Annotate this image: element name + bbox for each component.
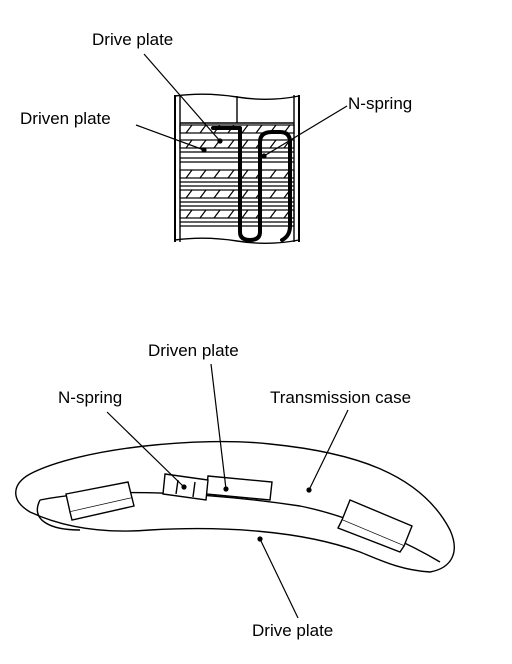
leader-driven-plate-bottom	[210, 363, 227, 490]
drive-plates	[179, 124, 295, 219]
plate-stack-section	[174, 93, 300, 244]
leader-transmission-case	[308, 409, 349, 491]
label-driven-plate-bottom: Driven plate	[148, 341, 239, 360]
plate-tabs	[65, 475, 413, 553]
leader-drive-plate-bottom	[259, 538, 299, 619]
leader-n-spring-top	[263, 105, 348, 157]
label-n-spring-bottom: N-spring	[58, 388, 123, 407]
top-leaders	[135, 53, 348, 159]
driven-plates	[180, 151, 294, 227]
label-drive-plate-top: Drive plate	[92, 30, 174, 49]
label-driven-plate-top: Driven plate	[20, 109, 111, 128]
leader-drive-plate-top	[143, 53, 221, 142]
leader-n-spring-bottom	[106, 411, 185, 488]
leader-driven-plate-top	[135, 124, 205, 151]
label-transmission-case: Transmission case	[270, 388, 412, 407]
n-spring-shape	[211, 126, 292, 242]
label-drive-plate-bottom: Drive plate	[252, 621, 334, 640]
label-n-spring-top: N-spring	[348, 94, 413, 113]
bottom-leaders	[106, 363, 349, 619]
